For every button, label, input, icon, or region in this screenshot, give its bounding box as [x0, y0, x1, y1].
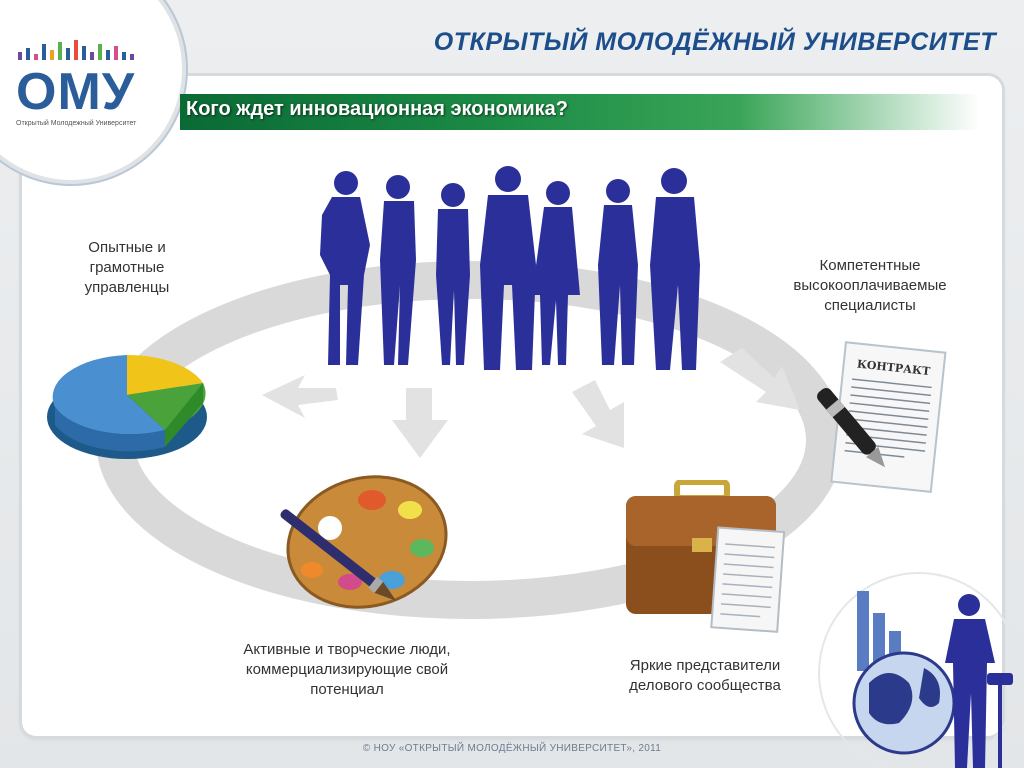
logo-bars-icon — [18, 40, 134, 60]
footer-copyright: © НОУ «ОТКРЫТЫЙ МОЛОДЁЖНЫЙ УНИВЕРСИТЕТ»,… — [362, 743, 662, 754]
arrow-left — [262, 375, 338, 418]
arrow-down-left — [392, 388, 448, 458]
palette-icon — [280, 475, 448, 609]
caption-line: грамотные — [89, 259, 165, 276]
caption-line: управленцы — [84, 279, 170, 296]
caption-line: Яркие представители — [629, 657, 781, 674]
caption-managers: Опытные и грамотные управленцы — [62, 238, 192, 298]
contract-icon: КОНТРАКТ — [817, 341, 947, 494]
header-title: ОТКРЫТЫЙ МОЛОДЁЖНЫЙ УНИВЕРСИТЕТ — [433, 28, 996, 56]
caption-line: специалисты — [824, 297, 916, 314]
caption-line: потенциал — [310, 681, 384, 698]
caption-line: Опытные и — [88, 239, 166, 256]
arrow-down-right — [572, 380, 624, 448]
pie-chart-icon — [47, 354, 207, 459]
caption-line: коммерциализирующие свой — [245, 661, 449, 678]
caption-line: Активные и творческие люди, — [243, 641, 451, 658]
arrow-right — [720, 348, 800, 410]
briefcase-icon — [626, 480, 786, 633]
caption-line: Компетентные — [819, 257, 921, 274]
caption-business: Яркие представители делового сообщества — [600, 656, 810, 696]
caption-line: высокооплачиваемые — [793, 277, 947, 294]
title-banner — [180, 94, 980, 130]
caption-specialists: Компетентные высокооплачиваемые специали… — [770, 256, 970, 316]
globe-businessman-icon — [818, 572, 1020, 768]
logo-subtitle: Открытый Молодежный Университет — [16, 120, 137, 127]
caption-creative: Активные и творческие люди, коммерциализ… — [212, 640, 482, 700]
slide-title: Кого ждет инновационная экономика? — [186, 98, 568, 120]
caption-line: делового сообщества — [629, 677, 781, 694]
people-silhouettes-icon — [320, 166, 700, 370]
logo-text: ОМУ — [16, 63, 136, 121]
